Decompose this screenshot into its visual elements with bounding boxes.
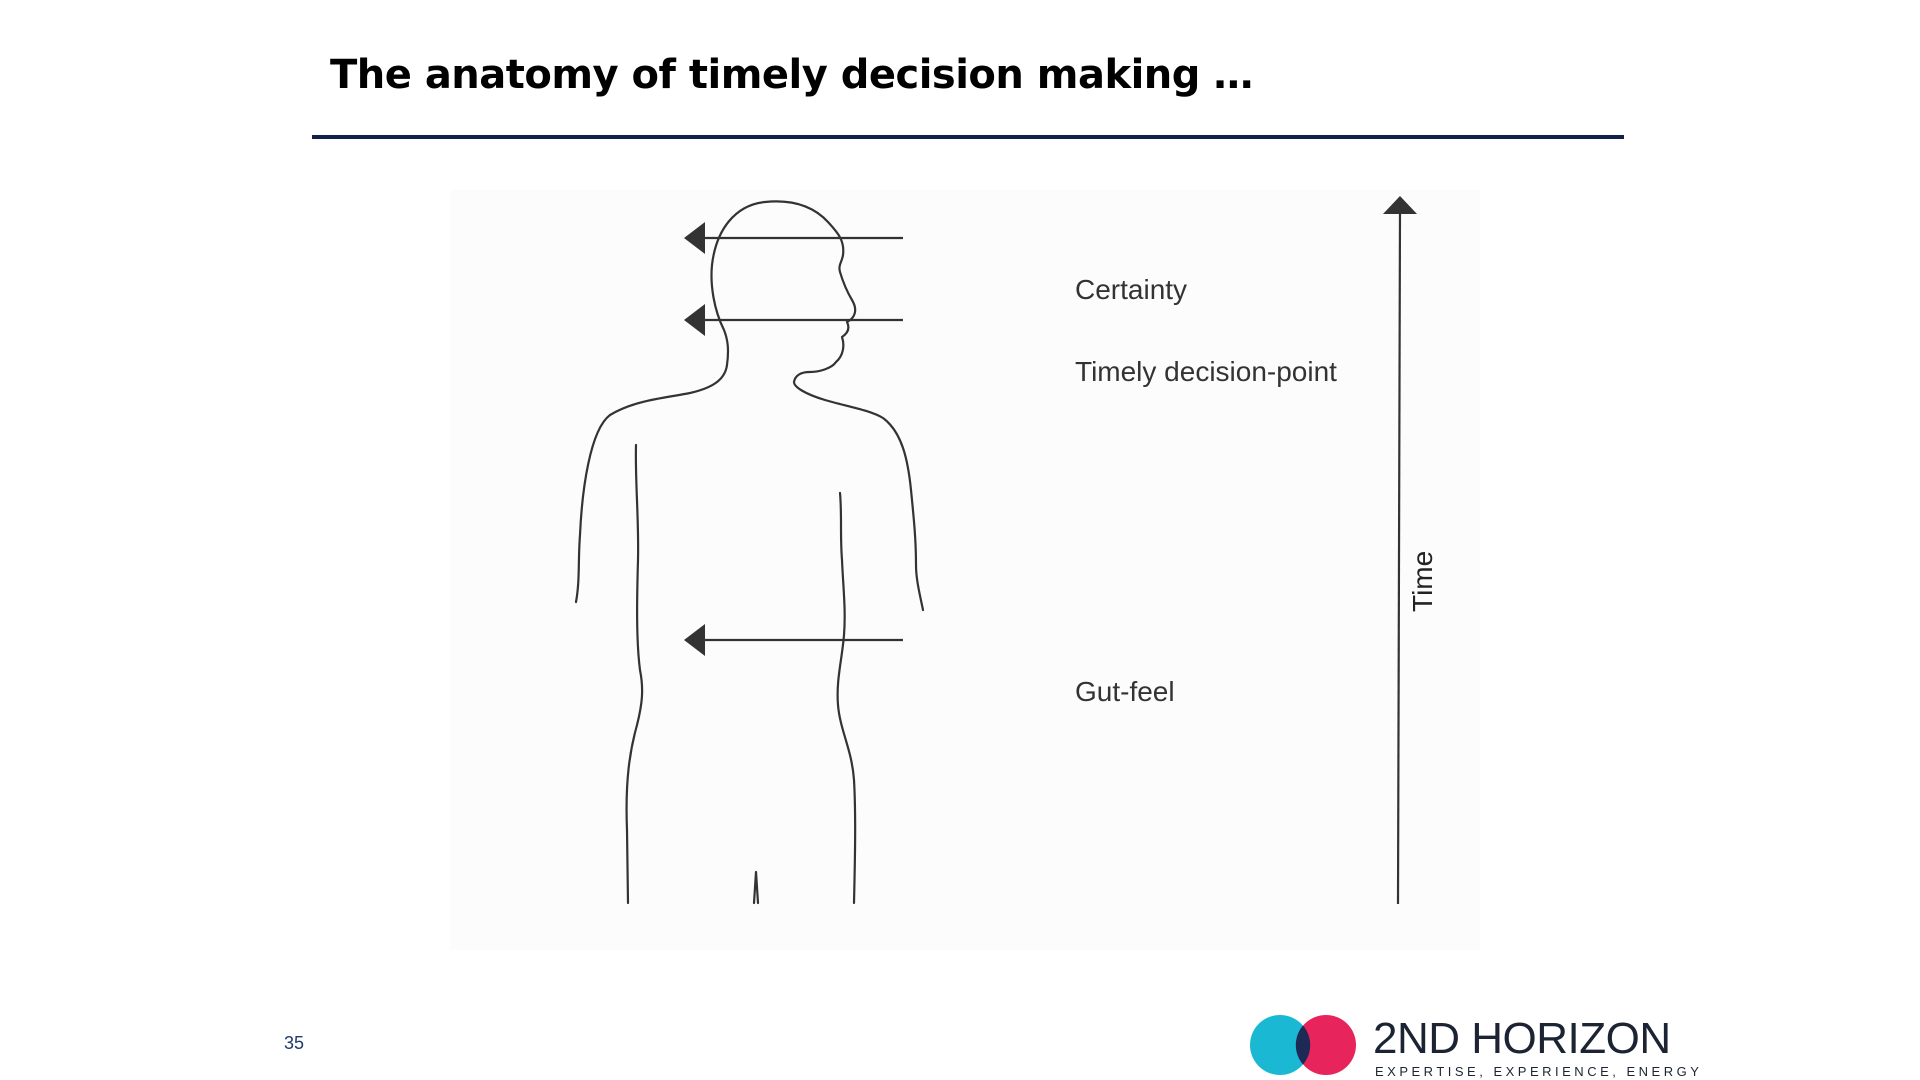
timely-decision-arrowhead: [684, 304, 705, 336]
time-axis-label: Time: [1407, 550, 1438, 612]
logo-tagline: EXPERTISE, EXPERIENCE, ENERGY: [1375, 1064, 1703, 1079]
diagram-background: [450, 190, 1480, 950]
certainty-label: Certainty: [1075, 274, 1188, 305]
gut-feel-label: Gut-feel: [1075, 676, 1175, 707]
certainty-arrowhead: [684, 222, 705, 254]
slide-title: The anatomy of timely decision making …: [330, 52, 1253, 98]
gut-feel-arrowhead: [684, 624, 705, 656]
company-logo: 2ND HORIZON EXPERTISE, EXPERIENCE, ENERG…: [1248, 1010, 1699, 1080]
diagram-drawing: [574, 196, 1417, 905]
decision-diagram: Certainty Timely decision-point Gut-feel…: [450, 190, 1480, 950]
logo-wordmark: 2ND HORIZON: [1373, 1014, 1671, 1063]
time-axis-line: [1396, 209, 1402, 905]
logo-circles-icon: [1250, 1015, 1356, 1075]
time-axis-arrowhead: [1383, 196, 1417, 214]
title-divider: [312, 135, 1624, 139]
human-silhouette: [574, 200, 925, 905]
timely-decision-point-label: Timely decision-point: [1075, 356, 1337, 387]
page-number: 35: [284, 1033, 305, 1053]
